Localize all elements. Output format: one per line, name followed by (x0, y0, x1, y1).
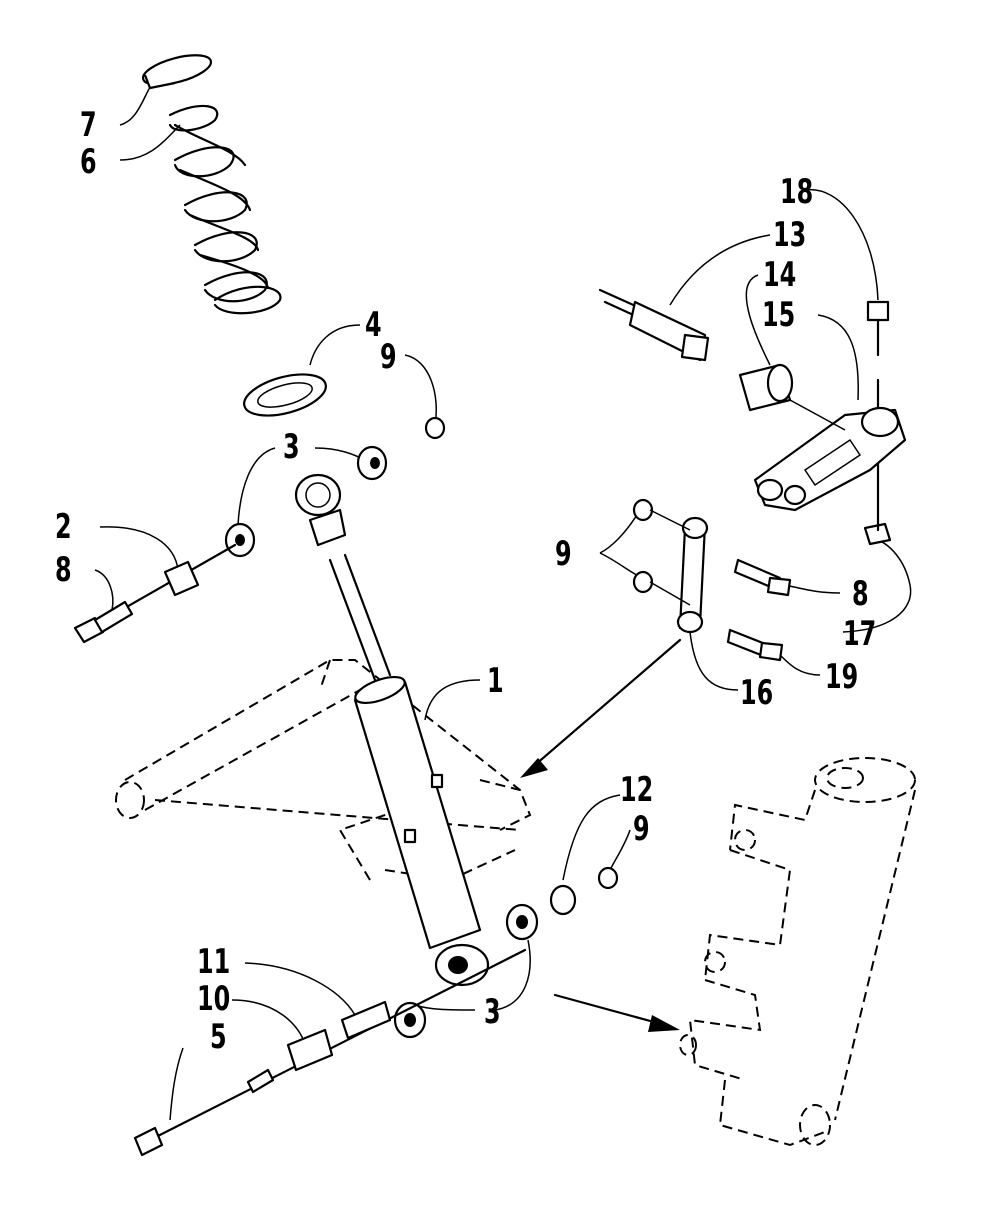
direction-arrows (520, 638, 682, 1032)
callout-5: 5 (210, 1017, 227, 1057)
callout-14: 14 (763, 255, 797, 295)
callout-19: 19 (825, 657, 859, 697)
spring (141, 54, 282, 315)
callout-2: 2 (55, 507, 72, 547)
callout-16: 16 (740, 673, 774, 713)
callout-15: 15 (762, 295, 796, 335)
callout-9-right: 9 (555, 534, 572, 574)
callout-9-top: 9 (380, 337, 397, 377)
shock-absorber (294, 473, 490, 987)
callout-12: 12 (620, 770, 654, 810)
callout-4: 4 (365, 305, 382, 345)
sway-bar-arm (753, 406, 907, 512)
callout-8-right: 8 (852, 574, 869, 614)
callout-6: 6 (80, 142, 97, 182)
swing-arm-dashed (115, 659, 532, 882)
callout-9-lower: 9 (633, 809, 650, 849)
callout-17: 17 (843, 614, 877, 654)
callout-18: 18 (780, 172, 814, 212)
sway-bar-end (598, 288, 846, 431)
spring-seat (243, 373, 327, 417)
callout-11: 11 (197, 942, 231, 982)
callout-3-lower: 3 (484, 992, 501, 1032)
callout-3-top: 3 (283, 427, 300, 467)
callout-13: 13 (773, 215, 807, 255)
callout-7: 7 (80, 105, 97, 145)
callout-1: 1 (487, 661, 504, 701)
steering-knuckle-dashed (679, 757, 916, 1147)
callout-10: 10 (197, 979, 231, 1019)
washers (224, 416, 892, 1039)
bolts-and-sleeves (73, 300, 890, 1157)
leader-lines (94, 79, 912, 1121)
linkage-rod (649, 509, 709, 634)
callout-8-left: 8 (55, 550, 72, 590)
